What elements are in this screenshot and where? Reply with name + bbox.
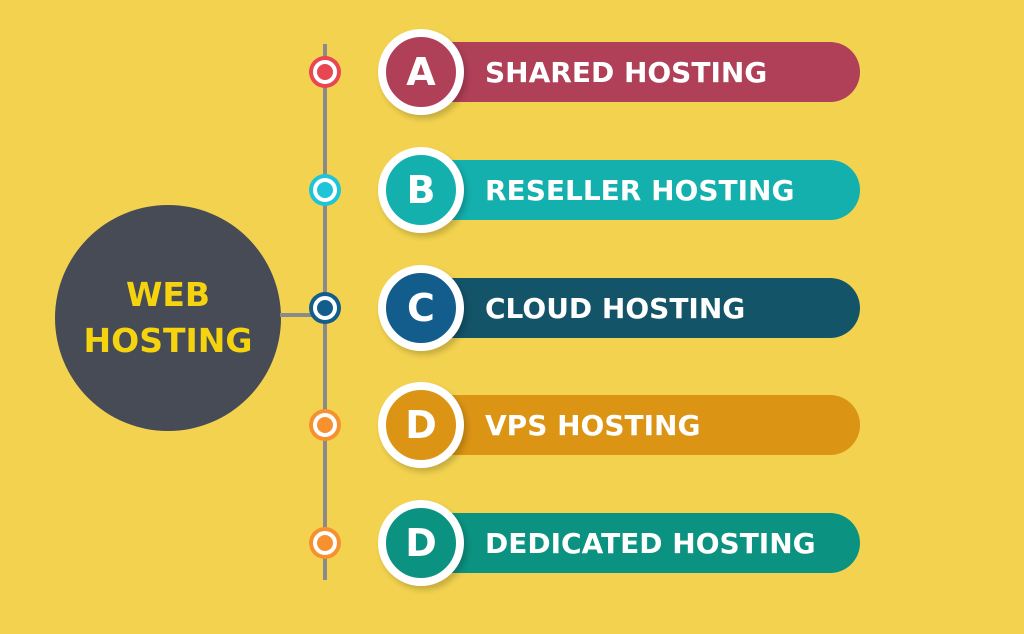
letter-badge: D [378, 382, 464, 468]
badge-letter: D [405, 403, 437, 447]
timeline-dot-icon [313, 413, 337, 437]
hosting-type-bar: DEDICATED HOSTING [420, 513, 860, 573]
hosting-type-label: DEDICATED HOSTING [485, 526, 816, 560]
timeline-dot-icon [313, 296, 337, 320]
letter-badge: D [378, 500, 464, 586]
hosting-type-bar: VPS HOSTING [420, 395, 860, 455]
hosting-type-bar: SHARED HOSTING [420, 42, 860, 102]
timeline-dot-icon [313, 531, 337, 555]
badge-letter: C [407, 286, 435, 330]
letter-badge: B [378, 147, 464, 233]
hosting-type-bar: CLOUD HOSTING [420, 278, 860, 338]
hosting-type-label: VPS HOSTING [485, 408, 701, 442]
hosting-type-label: RESELLER HOSTING [485, 173, 795, 207]
hub-line-1: WEB [125, 275, 211, 314]
badge-letter: D [405, 521, 437, 565]
hosting-type-label: SHARED HOSTING [485, 55, 768, 89]
hosting-type-bar: RESELLER HOSTING [420, 160, 860, 220]
timeline-dot-icon [313, 178, 337, 202]
timeline-dot-icon [313, 60, 337, 84]
hub-line-2: HOSTING [83, 321, 253, 360]
web-hosting-hub: WEB HOSTING [55, 205, 281, 431]
letter-badge: A [378, 29, 464, 115]
badge-letter: A [406, 50, 436, 94]
hosting-type-label: CLOUD HOSTING [485, 291, 746, 325]
letter-badge: C [378, 265, 464, 351]
badge-letter: B [406, 168, 436, 212]
hub-connector-line [280, 313, 325, 317]
